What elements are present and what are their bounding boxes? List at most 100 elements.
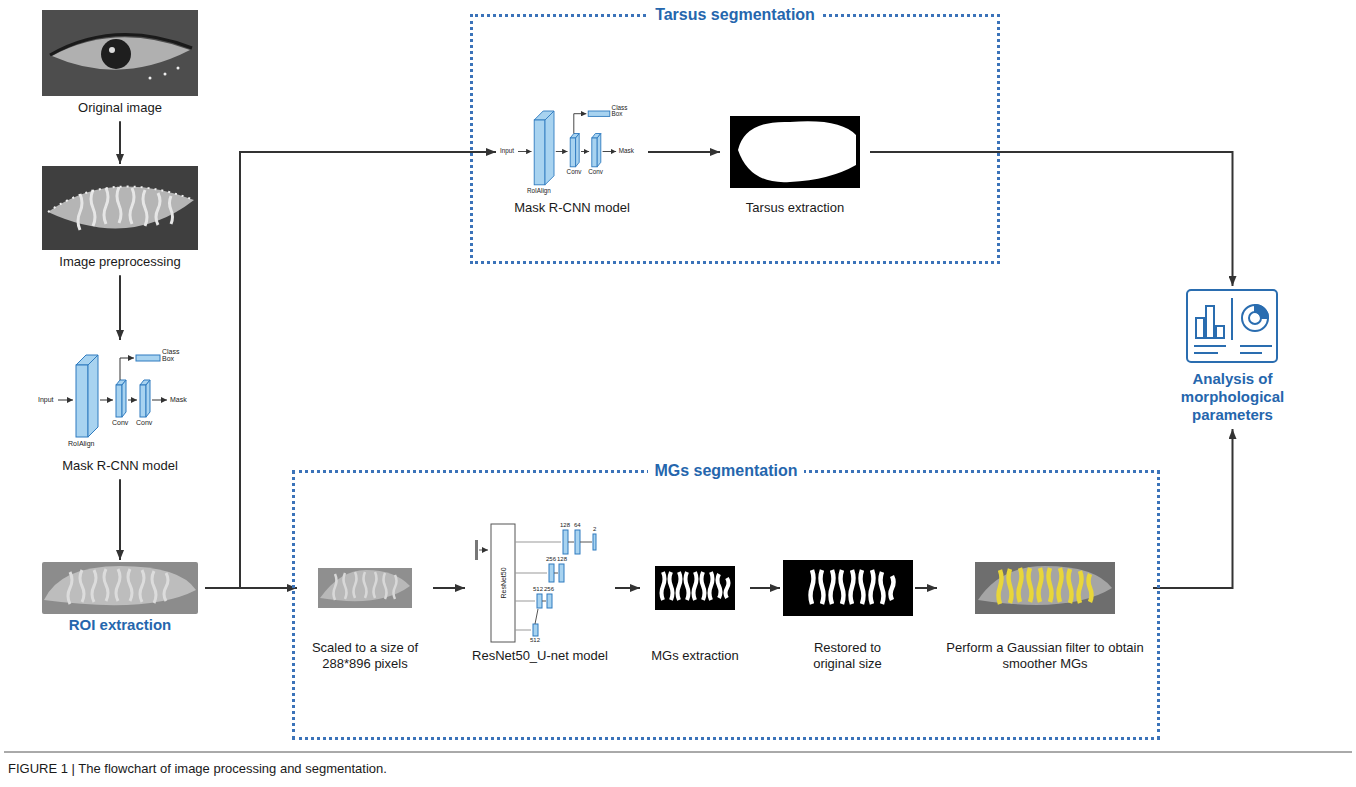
step-caption: ResNet50_U-net model bbox=[472, 648, 608, 664]
flow-arrow bbox=[1153, 429, 1233, 588]
flow-arrow bbox=[119, 121, 121, 164]
restored-mgs-mask bbox=[811, 570, 894, 604]
smoothed-mgs-overlay bbox=[999, 568, 1092, 604]
scaled-roi-photo bbox=[318, 568, 412, 608]
scaled-roi-photo bbox=[334, 572, 397, 600]
network-part-label: Mask bbox=[619, 148, 634, 154]
mgs-mask bbox=[655, 566, 735, 610]
roi-photo bbox=[44, 566, 196, 605]
flow-arrow bbox=[119, 275, 121, 340]
process-step: Scaled to a size of 288*896 pixels bbox=[297, 566, 433, 678]
step-caption: ROI extraction bbox=[69, 616, 172, 634]
eye-photo bbox=[42, 10, 198, 96]
smoothed-mgs-overlay bbox=[975, 562, 1115, 614]
process-step: Restored to original size bbox=[780, 558, 915, 678]
network-part-label: Class bbox=[162, 348, 180, 355]
layer-size-label: 128 bbox=[560, 522, 570, 528]
mgs-mask bbox=[655, 566, 735, 610]
flow-arrow bbox=[750, 587, 780, 589]
analysis-icon bbox=[1242, 305, 1268, 331]
step-caption: Image preprocessing bbox=[59, 254, 180, 270]
eye-photo bbox=[42, 10, 198, 96]
analysis-icon bbox=[1194, 352, 1218, 354]
network-part-label: Box bbox=[162, 355, 174, 362]
layer-size-label: ResNet50 bbox=[500, 567, 507, 598]
mask-rcnn-diagram bbox=[518, 111, 616, 185]
unet-diagram bbox=[593, 534, 596, 550]
network-part-label: Conv bbox=[112, 419, 128, 426]
flow-arrow bbox=[119, 479, 121, 560]
everted-eyelid-photo bbox=[78, 187, 173, 230]
tarsus-mask bbox=[730, 116, 860, 188]
unet-diagram bbox=[533, 624, 538, 636]
flow-arrow bbox=[205, 152, 496, 588]
network-part-label: Conv bbox=[567, 169, 582, 175]
unet-diagram bbox=[559, 564, 564, 582]
flow-arrow bbox=[205, 587, 297, 589]
eye-photo bbox=[50, 35, 192, 55]
layer-size-label: 128 bbox=[557, 556, 567, 562]
layer-size-label: 2 bbox=[593, 526, 596, 532]
flow-arrow bbox=[433, 587, 465, 589]
roi-photo bbox=[68, 569, 168, 604]
network-part-label: RoIAlign bbox=[527, 188, 551, 194]
flow-arrow bbox=[615, 587, 640, 589]
unet-diagram bbox=[475, 524, 596, 642]
process-step: Perform a Gaussian filter to obtain smoo… bbox=[937, 560, 1153, 678]
network-part-label: Input bbox=[38, 396, 54, 403]
everted-eyelid-photo bbox=[48, 187, 194, 212]
analysis-icon bbox=[1240, 345, 1272, 347]
eye-photo bbox=[109, 47, 115, 53]
segmentation-group: MGs segmentationScaled to a size of 288*… bbox=[292, 470, 1160, 740]
restored-mgs-mask bbox=[783, 560, 913, 616]
eye-photo bbox=[52, 37, 190, 69]
scaled-roi-photo bbox=[320, 570, 410, 601]
process-step: Tarsus extraction bbox=[720, 114, 870, 221]
eye-photo bbox=[164, 73, 167, 76]
unet-diagram bbox=[535, 609, 538, 624]
step-caption: MGs extraction bbox=[651, 648, 738, 664]
eye-photo bbox=[149, 77, 152, 80]
flow-arrow bbox=[648, 151, 720, 153]
flow-arrow bbox=[870, 152, 1233, 286]
unet-diagram bbox=[547, 594, 552, 608]
smoothed-mgs-overlay bbox=[975, 562, 1115, 614]
step-caption: Scaled to a size of 288*896 pixels bbox=[300, 640, 430, 673]
process-step: Mask R-CNN model bbox=[35, 340, 205, 479]
unet-diagram bbox=[542, 601, 546, 602]
network-part-label: Input bbox=[500, 148, 514, 154]
unet-diagram bbox=[515, 601, 535, 602]
process-step: Mask R-CNN model bbox=[496, 100, 648, 221]
scaled-roi-photo bbox=[318, 568, 412, 608]
process-step: Image preprocessing bbox=[35, 164, 205, 275]
step-caption: Analysis of morphological parameters bbox=[1163, 370, 1302, 424]
analysis-icon bbox=[1187, 290, 1277, 362]
analysis-icon bbox=[1196, 318, 1204, 338]
step-caption: Original image bbox=[78, 100, 162, 116]
analysis-icon bbox=[1216, 326, 1224, 338]
figure-caption: FIGURE 1 | The flowchart of image proces… bbox=[8, 761, 387, 776]
layer-size-label: 256 bbox=[546, 556, 556, 562]
group-title: MGs segmentation bbox=[648, 461, 803, 481]
analysis-icon bbox=[1255, 305, 1268, 318]
unet-diagram bbox=[535, 542, 592, 624]
group-title: Tarsus segmentation bbox=[649, 5, 821, 25]
tarsus-mask bbox=[738, 121, 856, 182]
step-caption: Restored to original size bbox=[798, 640, 898, 673]
layer-size-label: 256 bbox=[544, 586, 554, 592]
tarsus-mask bbox=[730, 116, 860, 188]
network-part-label: Mask bbox=[170, 396, 187, 403]
caption-rule bbox=[4, 752, 1352, 753]
connector-layer bbox=[120, 121, 1233, 588]
unet-diagram bbox=[575, 530, 580, 554]
step-caption: Perform a Gaussian filter to obtain smoo… bbox=[940, 640, 1150, 673]
eye-photo bbox=[101, 39, 131, 69]
unet-diagram bbox=[515, 542, 561, 543]
process-step: Analysis of morphological parameters bbox=[1160, 286, 1305, 429]
eye-photo bbox=[177, 67, 180, 70]
flow-arrow bbox=[915, 587, 937, 589]
unet-diagram bbox=[563, 530, 568, 554]
unet-diagram bbox=[515, 542, 561, 630]
everted-eyelid-photo bbox=[42, 166, 198, 250]
